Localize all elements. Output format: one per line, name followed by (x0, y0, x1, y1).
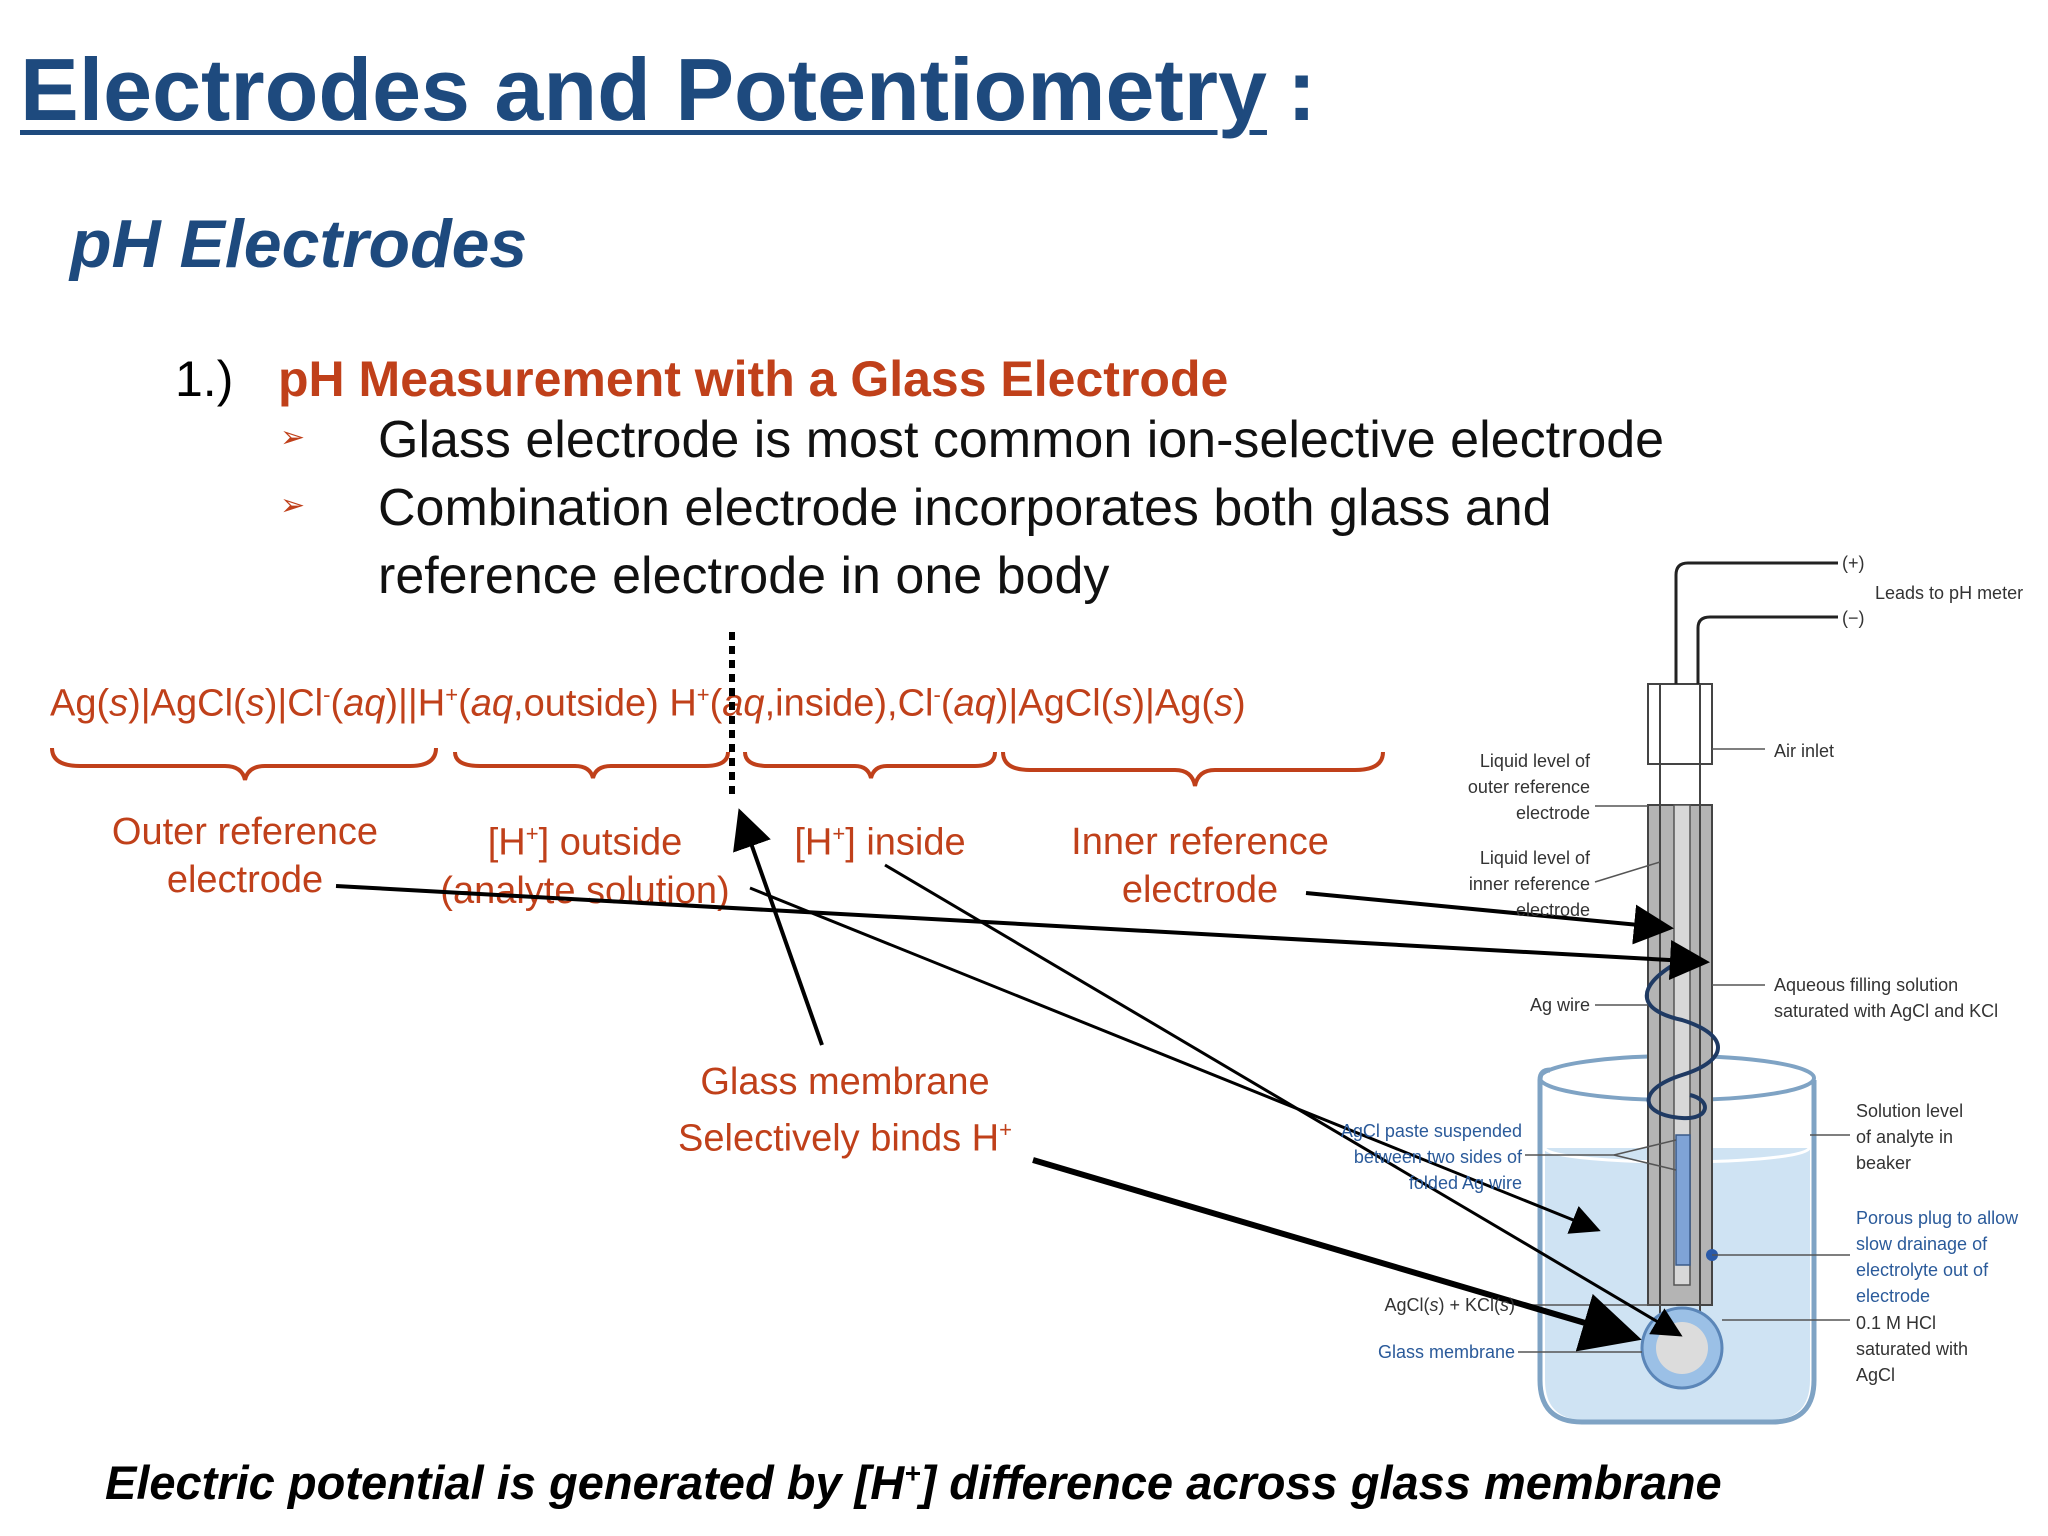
agcl-kcl-label: AgCl(s) + KCl(s) (1384, 1295, 1515, 1315)
page-title: Electrodes and Potentiometry: (20, 40, 1317, 139)
glass-membrane-diagram-label: Glass membrane (1377, 1342, 1515, 1362)
section-heading: pH Measurement with a Glass Electrode (278, 351, 1229, 407)
agcl-paste-line-3: folded Ag wire (1408, 1173, 1522, 1193)
porous-plug-line-4: electrode (1856, 1286, 1931, 1306)
hcl-line-3: AgCl (1856, 1365, 1896, 1385)
arrow-outer-ref (335, 884, 1710, 980)
brace-inner-ref (1001, 751, 1385, 787)
porous-plug-line-3: electrolyte out of (1856, 1260, 1989, 1280)
h-inside-label: [H+] inside (794, 821, 966, 864)
arrow-h-inside (884, 863, 1683, 1337)
arrow-glass-membrane (1032, 1157, 1642, 1352)
inner-reference-label: Inner reference electrode (1050, 818, 1350, 914)
liquid-inner-line-1: Liquid level of (1479, 848, 1590, 868)
arrow-h-outside (749, 886, 1601, 1234)
outer-reference-line-1: Outer reference (111, 811, 379, 853)
liquid-outer-label: Liquid level of outer reference electrod… (1390, 748, 1590, 826)
porous-plug-label: Porous plug to allow slow drainage of el… (1856, 1205, 2018, 1309)
hcl-label: 0.1 M HCl saturated with AgCl (1856, 1310, 1968, 1388)
leads (1674, 561, 1838, 684)
bullet-1-line-1: Glass electrode is most common ion-selec… (378, 411, 1665, 469)
ag-wire-icon (1644, 958, 1720, 1121)
agcl-paste-label: AgCl paste suspended between two sides o… (1300, 1118, 1522, 1196)
hcl-line-2: saturated with (1856, 1339, 1969, 1359)
inner-reference-line-2: electrode (1121, 869, 1279, 911)
inner-reference-line-1: Inner reference (1071, 821, 1329, 863)
liquid-inner-line-2: inner reference (1468, 874, 1590, 894)
liquid-outer-line-2: outer reference (1467, 777, 1590, 797)
brace-outer-ref (50, 747, 438, 781)
arrow-to-divider (733, 808, 824, 1046)
glass-membrane-line-2: Selectively binds H+ (678, 1117, 1012, 1160)
bullet-2-line-2: reference electrode in one body (378, 547, 1110, 605)
solution-level-line-3: beaker (1856, 1153, 1912, 1173)
agcl-paste-line-1: AgCl paste suspended (1340, 1121, 1522, 1141)
bullet-2-line-1: Combination electrode incorporates both … (378, 479, 1552, 537)
title-colon: : (1286, 40, 1317, 139)
arrow-inner-ref (1305, 891, 1674, 945)
porous-plug-line-1: Porous plug to allow (1856, 1208, 2019, 1228)
subtitle: pH Electrodes (70, 206, 528, 282)
minus-terminal-label: (−) (1842, 608, 1865, 628)
air-inlet-label: Air inlet (1774, 741, 1835, 761)
footer-statement: Electric potential is generated by [H+] … (105, 1456, 1722, 1509)
glass-membrane-line-1: Glass membrane (700, 1061, 990, 1103)
braces (50, 747, 1385, 787)
brace-h-outside (453, 751, 730, 779)
aqueous-line-1: Aqueous filling solution (1774, 975, 1959, 995)
agcl-paste-line-2: between two sides of (1353, 1147, 1522, 1167)
solution-level-line-2: of analyte in (1856, 1127, 1954, 1147)
liquid-inner-label: Liquid level of inner reference electrod… (1390, 845, 1590, 923)
ag-wire-label: Ag wire (1529, 995, 1590, 1015)
glass-membrane-label: Glass membrane Selectively binds H+ (660, 1058, 1030, 1163)
page-title-text: Electrodes and Potentiometry (20, 40, 1267, 139)
outer-reference-label: Outer reference electrode (95, 808, 395, 904)
outer-reference-line-2: electrode (166, 859, 324, 901)
cell-notation: Ag(s)|AgCl(s)|Cl-(aq)||H+(aq,outside) H+… (50, 682, 1246, 725)
solution-level-line-1: Solution level (1856, 1101, 1964, 1121)
bullet-arrow-icon: ➢ (280, 489, 306, 522)
liquid-outer-line-3: electrode (1515, 803, 1590, 823)
plus-terminal-label: (+) (1842, 553, 1865, 573)
hcl-line-1: 0.1 M HCl (1856, 1313, 1937, 1333)
aqueous-line-2: saturated with AgCl and KCl (1774, 1001, 1999, 1021)
bullet-arrow-icon: ➢ (280, 421, 306, 454)
brace-h-inside (743, 751, 997, 779)
h-outside-line-1: [H+] outside (487, 821, 683, 864)
annotation-arrows (335, 808, 1710, 1352)
liquid-outer-line-1: Liquid level of (1479, 751, 1590, 771)
liquid-inner-line-3: electrode (1515, 900, 1590, 920)
leads-label: Leads to pH meter (1875, 583, 2024, 603)
porous-plug-line-2: slow drainage of (1856, 1234, 1988, 1254)
aqueous-label: Aqueous filling solution saturated with … (1774, 972, 1998, 1024)
solution-level-label: Solution level of analyte in beaker (1856, 1098, 1963, 1176)
section-number: 1.) (175, 351, 234, 407)
